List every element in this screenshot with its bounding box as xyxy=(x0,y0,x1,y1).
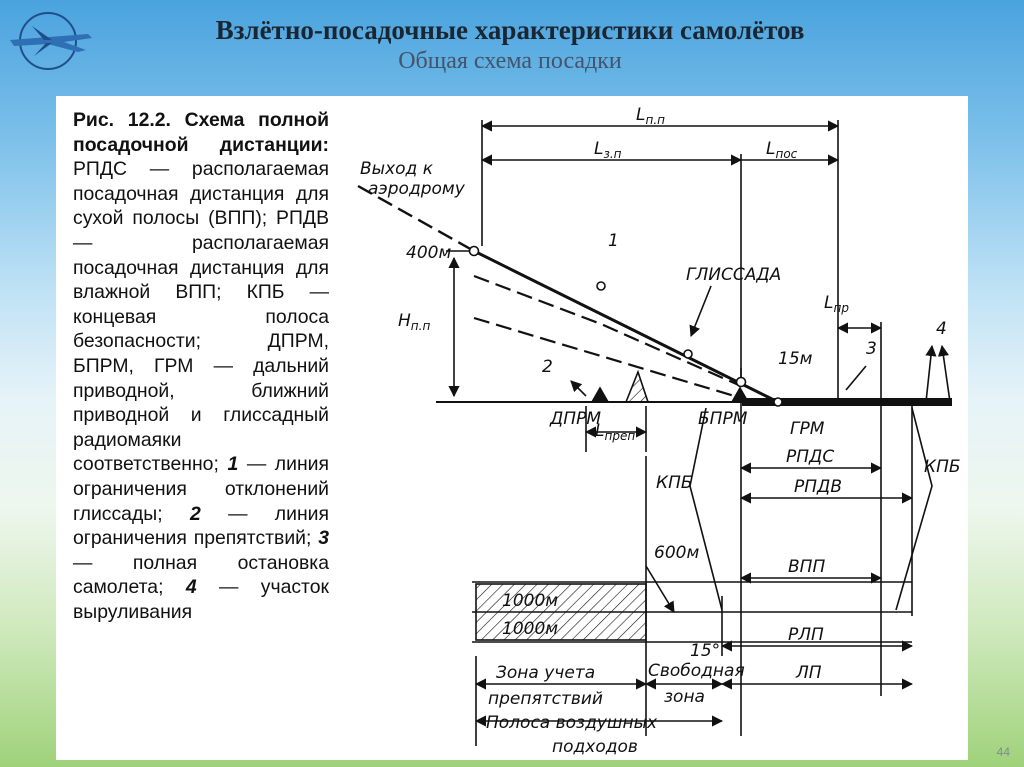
label-lpos: Lпос xyxy=(766,139,798,161)
label-free-2: зона xyxy=(664,687,705,707)
label-vpp: ВПП xyxy=(788,557,825,577)
point-touchdown xyxy=(773,397,783,407)
m600-pointer xyxy=(645,565,675,613)
caption-text-2: — линия ограничения отклонений глиссады; xyxy=(73,453,329,525)
label-zone-2: препятствий xyxy=(488,689,603,709)
obstacle-mark xyxy=(624,369,650,403)
obstacle-limit-line xyxy=(473,316,742,400)
label-grm: ГРМ xyxy=(790,419,825,439)
dprm-arrow xyxy=(570,380,587,397)
label-15deg: 15° xyxy=(690,641,720,661)
label-lprep: Lпреп xyxy=(595,421,635,443)
runway-surface xyxy=(742,398,952,406)
label-hpp: Hп.п xyxy=(398,311,430,333)
label-exit-2: аэродрому xyxy=(368,179,466,199)
deviation-limit-line xyxy=(473,274,742,388)
glideslope-pointer xyxy=(689,285,712,338)
caption-num-2: 2 xyxy=(189,502,201,525)
label-lp: ЛП xyxy=(795,663,822,683)
label-4: 4 xyxy=(936,319,947,339)
caption-title: Рис. 12.2. Схема полной посадочной диста… xyxy=(73,109,329,156)
label-1000m-b: 1000м xyxy=(502,619,558,639)
label-kpb-right: КПБ xyxy=(924,457,961,477)
obstacle-zone-hatch xyxy=(475,583,647,641)
label-rpdv: РПДВ xyxy=(794,477,842,497)
slide-subtitle: Общая схема посадки xyxy=(398,48,622,74)
label-kpb-left: КПБ xyxy=(656,473,693,493)
label-dprm: ДПРМ xyxy=(549,409,601,429)
label-line-1: 1 xyxy=(608,231,619,251)
label-glideslope: ГЛИССАДА xyxy=(686,265,781,285)
caption-text-3: — линия ограничения препятствий; xyxy=(73,502,329,550)
label-bprm: БПРМ xyxy=(698,409,748,429)
label-rlp: РЛП xyxy=(788,625,824,645)
airline-logo xyxy=(10,12,92,70)
slide-title: Взлётно-посадочные характеристики самолё… xyxy=(215,15,805,45)
caption-text-5: — участок выруливания xyxy=(73,576,329,623)
label-lzp: Lз.п xyxy=(594,139,622,161)
bprm-beacon xyxy=(730,386,750,403)
label-rpds: РПДС xyxy=(786,447,834,467)
label-strip-1: Полоса воздушных xyxy=(486,713,658,733)
caption-text-4: — полная остановка самолета; xyxy=(73,551,329,599)
caption-num-1: 1 xyxy=(227,453,239,476)
point-400m xyxy=(468,245,480,257)
kpb-left-outline xyxy=(689,407,723,611)
dprm-beacon xyxy=(590,386,610,403)
label-lpp: Lп.п xyxy=(636,105,665,127)
caption-num-4: 4 xyxy=(185,576,197,599)
label-strip-2: подходов xyxy=(552,737,638,757)
point-line1 xyxy=(596,281,606,291)
figure-caption: Рис. 12.2. Схема полной посадочной диста… xyxy=(73,108,329,624)
label-free-1: Свободная xyxy=(648,661,745,681)
page-number: 44 xyxy=(996,745,1010,759)
landing-diagram: Lп.п Lз.п Lпос Выход к аэродрому 400м Hп… xyxy=(357,105,961,757)
stop-pointer xyxy=(845,365,867,391)
point-bprm xyxy=(683,349,693,359)
label-exit-1: Выход к xyxy=(360,159,434,179)
point-threshold xyxy=(735,376,747,388)
label-3: 3 xyxy=(866,339,877,359)
kpb-right-outline xyxy=(895,407,933,611)
label-zone-1: Зона учета xyxy=(496,663,595,683)
figure-panel: Рис. 12.2. Схема полной посадочной диста… xyxy=(56,96,968,760)
label-15m: 15м xyxy=(778,349,813,369)
label-600m: 600м xyxy=(654,543,699,563)
label-lpr: Lпр xyxy=(824,293,849,315)
caption-text-1: РПДС — располагаемая посадочная дистанци… xyxy=(73,158,329,476)
label-400m: 400м xyxy=(406,243,451,263)
label-line-2: 2 xyxy=(542,357,553,377)
taxi-arrow-1 xyxy=(925,344,937,403)
glideslope-line xyxy=(473,249,779,404)
label-1000m-a: 1000м xyxy=(502,591,558,611)
caption-num-3: 3 xyxy=(318,527,329,550)
taxi-arrow-2 xyxy=(937,344,951,403)
header: Взлётно-посадочные характеристики самолё… xyxy=(100,14,920,76)
